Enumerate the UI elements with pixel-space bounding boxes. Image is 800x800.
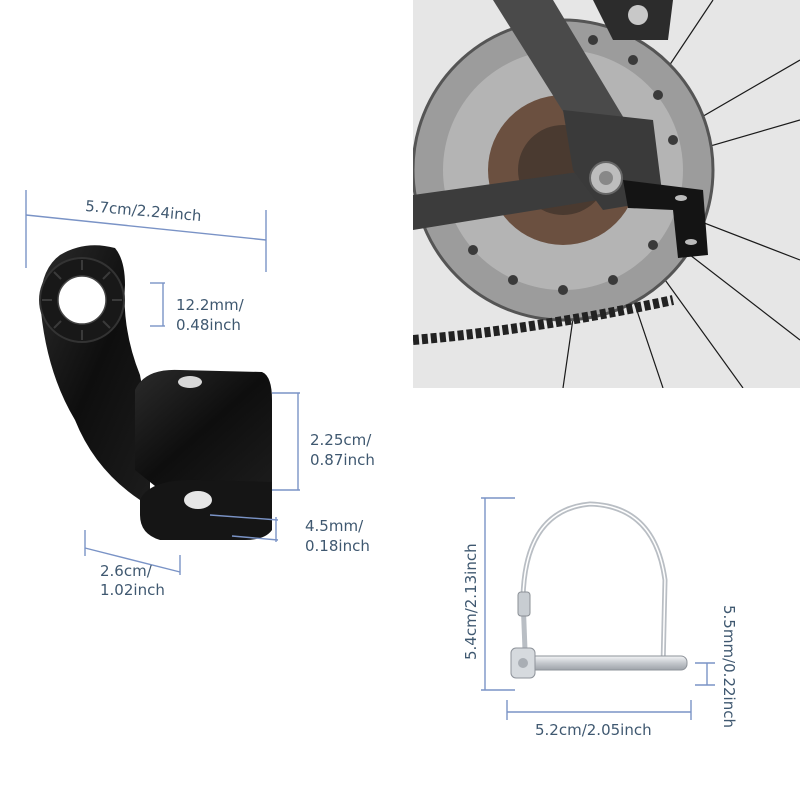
- pin-width-label: 5.2cm/2.05inch: [535, 721, 652, 739]
- pin-panel: 5.4cm/2.13inch 5.2cm/2.05inch 5.5mm/0.22…: [455, 480, 800, 780]
- pin-dimension-lines: [481, 497, 715, 720]
- pin-rod: [516, 655, 688, 671]
- installed-photo: [413, 0, 800, 388]
- pin-wire-loop: [520, 501, 668, 669]
- bracket-hole-label-1: 12.2mm/: [176, 296, 244, 314]
- pin-diameter-label: 5.5mm/0.22inch: [720, 605, 738, 728]
- bracket-foot: [140, 479, 272, 540]
- mounted-hitch: [623, 180, 708, 258]
- bracket-hole-label-2: 0.48inch: [176, 316, 241, 334]
- pin-height-label: 5.4cm/2.13inch: [462, 543, 480, 660]
- bracket-hole: [57, 275, 107, 325]
- bracket-thickness-label-1: 4.5mm/: [305, 517, 364, 535]
- block-hole: [178, 376, 202, 388]
- bracket-panel: 5.7cm/2.24inch 12.2mm/ 0.48inch 2.25cm/ …: [0, 0, 410, 610]
- bracket-dimension-lines: [25, 190, 300, 575]
- bracket-depth-label-1: 2.6cm/: [100, 562, 152, 580]
- bracket-illustration: [25, 190, 300, 575]
- pin-coil: [517, 591, 531, 617]
- bracket-block: [135, 369, 272, 490]
- foot-hole: [184, 491, 212, 509]
- chain: [413, 295, 675, 345]
- bracket-height-label-1: 2.25cm/: [310, 431, 372, 449]
- pin-illustration: [481, 497, 715, 720]
- frame-chainstay: [413, 170, 598, 230]
- bracket-depth-label-2: 1.02inch: [100, 581, 165, 599]
- bracket-height-label-2: 0.87inch: [310, 451, 375, 469]
- bike-wheel-photo: [413, 0, 800, 388]
- bracket-thickness-label-2: 0.18inch: [305, 537, 370, 555]
